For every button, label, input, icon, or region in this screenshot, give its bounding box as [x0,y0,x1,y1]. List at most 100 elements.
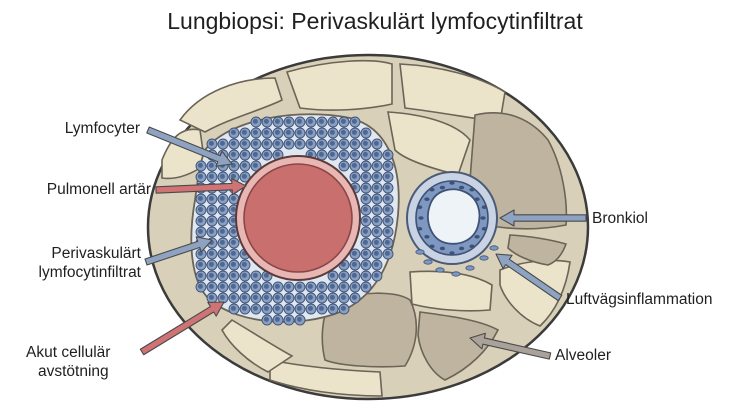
lymphocyte [228,248,240,260]
lymphocyte [261,127,273,139]
lymphocyte [217,281,229,293]
lymphocyte [294,281,306,293]
lymphocyte [272,303,284,315]
lymphocyte [206,292,218,304]
lymphocyte [195,171,207,183]
lymphocyte [327,116,339,128]
arrow-pulmonary-artery [155,178,247,196]
lymphocyte [327,127,339,139]
lymphocyte [371,149,383,161]
lymphocyte [371,160,383,172]
lymphocyte [371,171,383,183]
lymphocyte [382,182,394,194]
inflammatory-cell [415,249,425,255]
lymphocyte [371,182,383,194]
alveolus [387,111,471,176]
inflammatory-cell [449,181,455,185]
lymphocyte [360,204,372,216]
lymphocyte [261,149,273,161]
lymphocyte [239,171,251,183]
inflammatory-cell [451,271,461,277]
lymphocyte [349,259,361,271]
lymphocyte [217,248,229,260]
lymphocyte [228,193,240,205]
lymphocyte [206,204,218,216]
lymphocyte [371,204,383,216]
lymphocyte [195,204,207,216]
inflammatory-cell [458,185,465,190]
lymphocyte [250,116,262,128]
lymphocyte [206,193,218,205]
arrow-lymphocytes [146,126,233,167]
lymphocyte [360,270,372,282]
label-alveoli: Alveoler [555,347,611,364]
inflammatory-cell [469,187,475,192]
label-airway-inflammation: Luftvägsinflammation [566,291,713,308]
lymphocyte [195,248,207,260]
inflammatory-cell [449,251,455,255]
lymphocyte [382,215,394,227]
lymphocyte [349,149,361,161]
lymphocyte [382,237,394,249]
alveolus-dark [417,311,500,381]
lymphocyte [217,193,229,205]
lymphocyte [217,215,229,227]
arrow-alveoli [469,332,552,360]
lymphocyte [239,303,251,315]
lymphocyte [316,281,328,293]
lymphocyte [338,149,350,161]
lymphocyte [261,281,273,293]
lymphocyte [195,215,207,227]
inflammatory-cell [481,227,487,231]
lymphocyte [338,160,350,172]
inflammatory-cell [418,216,424,220]
label-pulmonary-artery: Pulmonell artär [46,181,151,198]
lymphocyte [316,292,328,304]
lymphocyte [228,259,240,271]
arrow-infiltrate [144,236,213,266]
inflammatory-cell [429,244,435,249]
inflammatory-cell [429,187,435,192]
lymphocyte [272,116,284,128]
lymphocyte [360,171,372,183]
lymphocyte [239,160,251,172]
lymphocyte [217,270,229,282]
lymphocyte [371,270,383,282]
lymphocyte [217,259,229,271]
lymphocyte [250,303,262,315]
lymphocyte [360,193,372,205]
lymphocyte [283,116,295,128]
lymphocyte [316,138,328,150]
lymphocyte [206,138,218,150]
lymphocyte [327,149,339,161]
lymphocyte [371,138,383,150]
lymphocyte [261,314,273,326]
inflammatory-cell [481,205,487,209]
alveolus [399,63,506,123]
lymphocyte [360,237,372,249]
lymphocyte [349,138,361,150]
label-arrows [139,126,587,360]
label-rejection-line1: Akut cellulär [26,344,111,361]
inflammatory-cell [465,265,475,271]
lymphocyte [349,292,361,304]
lymphocyte [272,138,284,150]
lymphocyte [327,281,339,293]
inflammatory-cell [479,255,489,261]
inflammatory-cell [424,235,430,239]
lymphocyte [283,281,295,293]
inflammatory-cell [439,246,446,251]
lymphocyte [371,193,383,205]
lymphocyte [327,138,339,150]
inflammatory-cell [417,227,423,231]
lymphocyte [195,270,207,282]
lymphocyte [228,303,240,315]
label-rejection-line2: avstötning [38,363,109,380]
label-infiltrate-line2: lymfocytinfiltrat [38,264,142,281]
lymphocyte [382,226,394,238]
inflammatory-cell [435,267,445,273]
lymphocyte [261,303,273,315]
lymphocyte [382,160,394,172]
lymphocyte [382,171,394,183]
